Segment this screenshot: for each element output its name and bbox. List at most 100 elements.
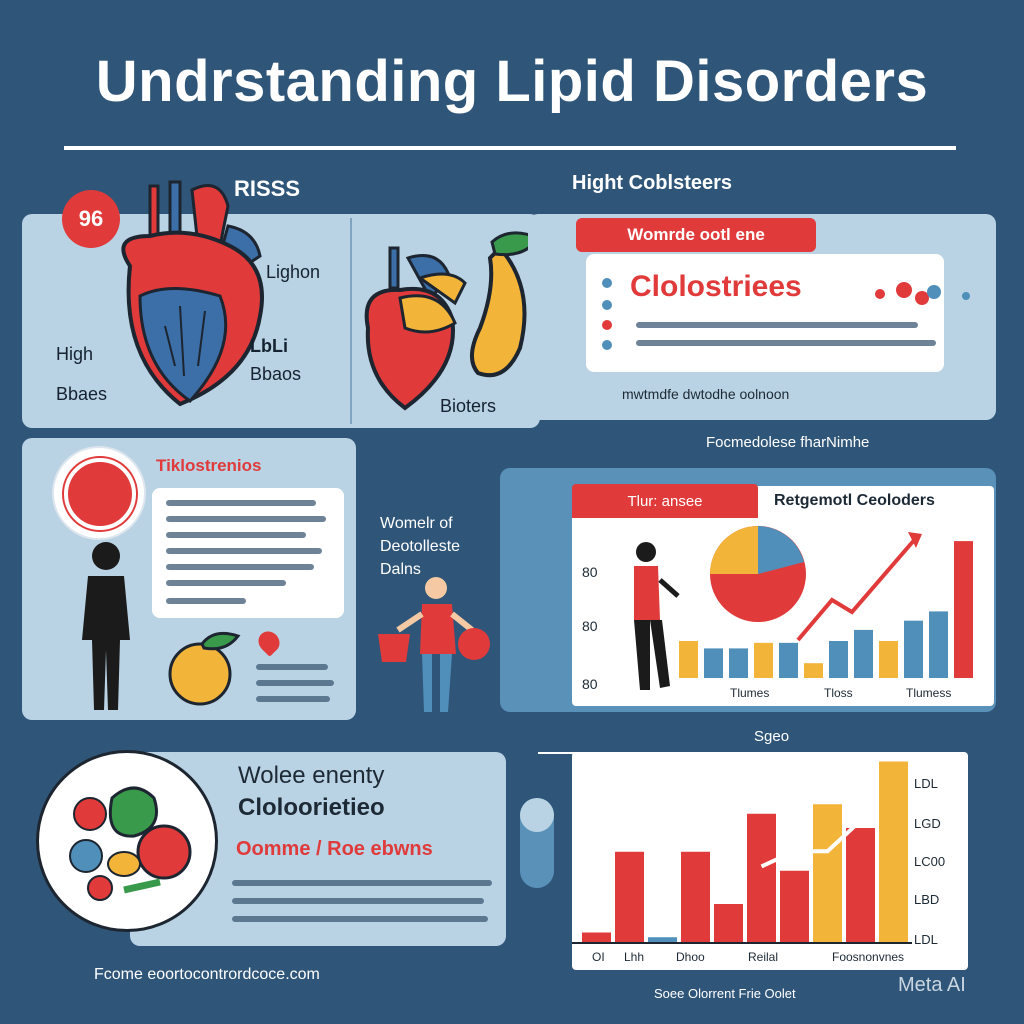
chart1-x-label-0: Tlumes bbox=[730, 686, 770, 700]
risks-title: RISSS bbox=[234, 176, 301, 201]
bullet-dot bbox=[602, 278, 612, 288]
cholesterol-card-title: Clolostriees bbox=[630, 270, 802, 303]
text-line bbox=[166, 598, 246, 604]
chart2-x-label-1: Lhh bbox=[624, 950, 645, 964]
watermark: Meta AI bbox=[898, 974, 966, 996]
pie-chart bbox=[710, 526, 806, 622]
text-line bbox=[636, 322, 918, 328]
text-line bbox=[636, 340, 936, 346]
label-lighon: Lighon bbox=[266, 262, 321, 282]
chart2-axis bbox=[572, 942, 912, 944]
label-bioters: Bioters bbox=[440, 396, 497, 416]
bullet-dot bbox=[602, 320, 612, 330]
cholesterol-card bbox=[586, 254, 944, 372]
chart2-x-label-4: Foosnonvnes bbox=[832, 950, 905, 964]
bar bbox=[929, 611, 948, 678]
bar bbox=[879, 761, 908, 942]
record-icon bbox=[64, 458, 136, 530]
plate-title: Wolee enenty bbox=[238, 762, 385, 789]
bar bbox=[754, 642, 773, 678]
chart2-x-label-2: Dhoo bbox=[676, 950, 705, 964]
bar bbox=[813, 804, 842, 942]
bar bbox=[714, 904, 743, 942]
chart2-line bbox=[760, 819, 862, 869]
label-lbli: LbLi bbox=[250, 336, 288, 356]
panel-divider bbox=[350, 218, 352, 424]
bar bbox=[829, 641, 848, 678]
bar bbox=[681, 851, 710, 942]
trend-line bbox=[796, 536, 918, 642]
cholesterol-caption: mwtmdfe dwtodhe oolnoon bbox=[622, 386, 790, 402]
bar bbox=[804, 663, 823, 678]
chart1-y-label-1: 80 bbox=[582, 618, 598, 634]
text-line bbox=[232, 898, 484, 904]
trend-arrow-icon bbox=[908, 532, 922, 548]
heart-fruit-icon bbox=[364, 231, 540, 411]
text-line bbox=[166, 580, 286, 586]
footer-source: Fcome eoortocontrordcoce.com bbox=[94, 966, 320, 983]
middle-left-card-title: Tiklostrenios bbox=[156, 456, 262, 475]
plate-label: Oomme / Roe ebwns bbox=[236, 838, 433, 860]
heart-anatomy-icon bbox=[121, 180, 264, 407]
bar bbox=[729, 648, 748, 678]
scroll-toggle-knob[interactable] bbox=[520, 798, 554, 832]
chart1-x-label-2: Tlumess bbox=[906, 686, 952, 700]
chart1-x-label-1: Tloss bbox=[824, 686, 853, 700]
chart2-bars bbox=[582, 761, 908, 942]
label-high: High bbox=[56, 344, 94, 364]
chart1-tab-left[interactable]: Tlur: ansee bbox=[572, 484, 758, 518]
healthy-plate-icon bbox=[69, 786, 192, 901]
chart2-y-label-0: LDL bbox=[914, 776, 938, 791]
chart1-y-label-0: 80 bbox=[582, 564, 598, 580]
text-line bbox=[166, 516, 326, 522]
chart1-bars bbox=[679, 532, 973, 678]
plate-subtitle: Cloloorietieo bbox=[238, 794, 385, 821]
middle-center-caption: Womelr of Deotolleste Dalns bbox=[380, 515, 461, 578]
chart1-y-label-2: 80 bbox=[582, 676, 598, 692]
chart2-y-label-1: LGD bbox=[914, 816, 941, 831]
person-silhouette-icon bbox=[82, 542, 130, 710]
text-line bbox=[232, 880, 492, 886]
chart2-y-label-3: LBD bbox=[914, 892, 940, 907]
molecule-icon bbox=[875, 282, 970, 305]
bar bbox=[904, 620, 923, 678]
label-bbaos: Bbaos bbox=[250, 364, 302, 384]
footer-center: Soee Olorrent Frie Oolet bbox=[654, 986, 796, 1001]
bar bbox=[879, 641, 898, 678]
bullet-dot bbox=[602, 340, 612, 350]
bar bbox=[704, 648, 723, 678]
bullet-dot bbox=[602, 300, 612, 310]
title-divider bbox=[64, 146, 956, 150]
bar bbox=[779, 642, 798, 678]
risk-badge: 96 bbox=[62, 190, 120, 248]
bar bbox=[780, 870, 809, 942]
chart2-y-label-2: LC00 bbox=[914, 854, 946, 869]
label-bbaes: Bbaes bbox=[56, 384, 108, 404]
bar bbox=[954, 541, 973, 678]
text-line bbox=[256, 680, 334, 686]
chart2-y-label-4: LDL bbox=[914, 932, 938, 947]
bar bbox=[846, 828, 875, 942]
chart2-x-label-3: Reilal bbox=[748, 950, 779, 964]
text-line bbox=[232, 916, 488, 922]
text-line bbox=[166, 548, 322, 554]
bar bbox=[582, 932, 611, 942]
bar bbox=[854, 629, 873, 678]
text-line bbox=[166, 500, 316, 506]
apple-icon bbox=[168, 631, 241, 706]
woman-figure-icon bbox=[634, 542, 680, 690]
bar bbox=[679, 641, 698, 678]
chart1-tab-right[interactable]: Retgemotl Ceoloders bbox=[774, 492, 935, 509]
bar bbox=[747, 813, 776, 942]
bar bbox=[648, 937, 677, 942]
text-line bbox=[166, 564, 314, 570]
cholesterol-pill: Womrde ootl ene bbox=[576, 218, 816, 252]
text-line bbox=[256, 664, 328, 670]
text-line bbox=[166, 532, 306, 538]
text-line bbox=[256, 696, 330, 702]
page-title: Undrstanding Lipid Disorders bbox=[95, 49, 929, 114]
person-with-bags-icon bbox=[378, 577, 490, 712]
chart2-x-label-0: OI bbox=[592, 950, 605, 964]
cholesterol-footer-label: Focmedolese fharNimhe bbox=[706, 434, 870, 451]
chart2-title: Sgeo bbox=[754, 728, 790, 745]
